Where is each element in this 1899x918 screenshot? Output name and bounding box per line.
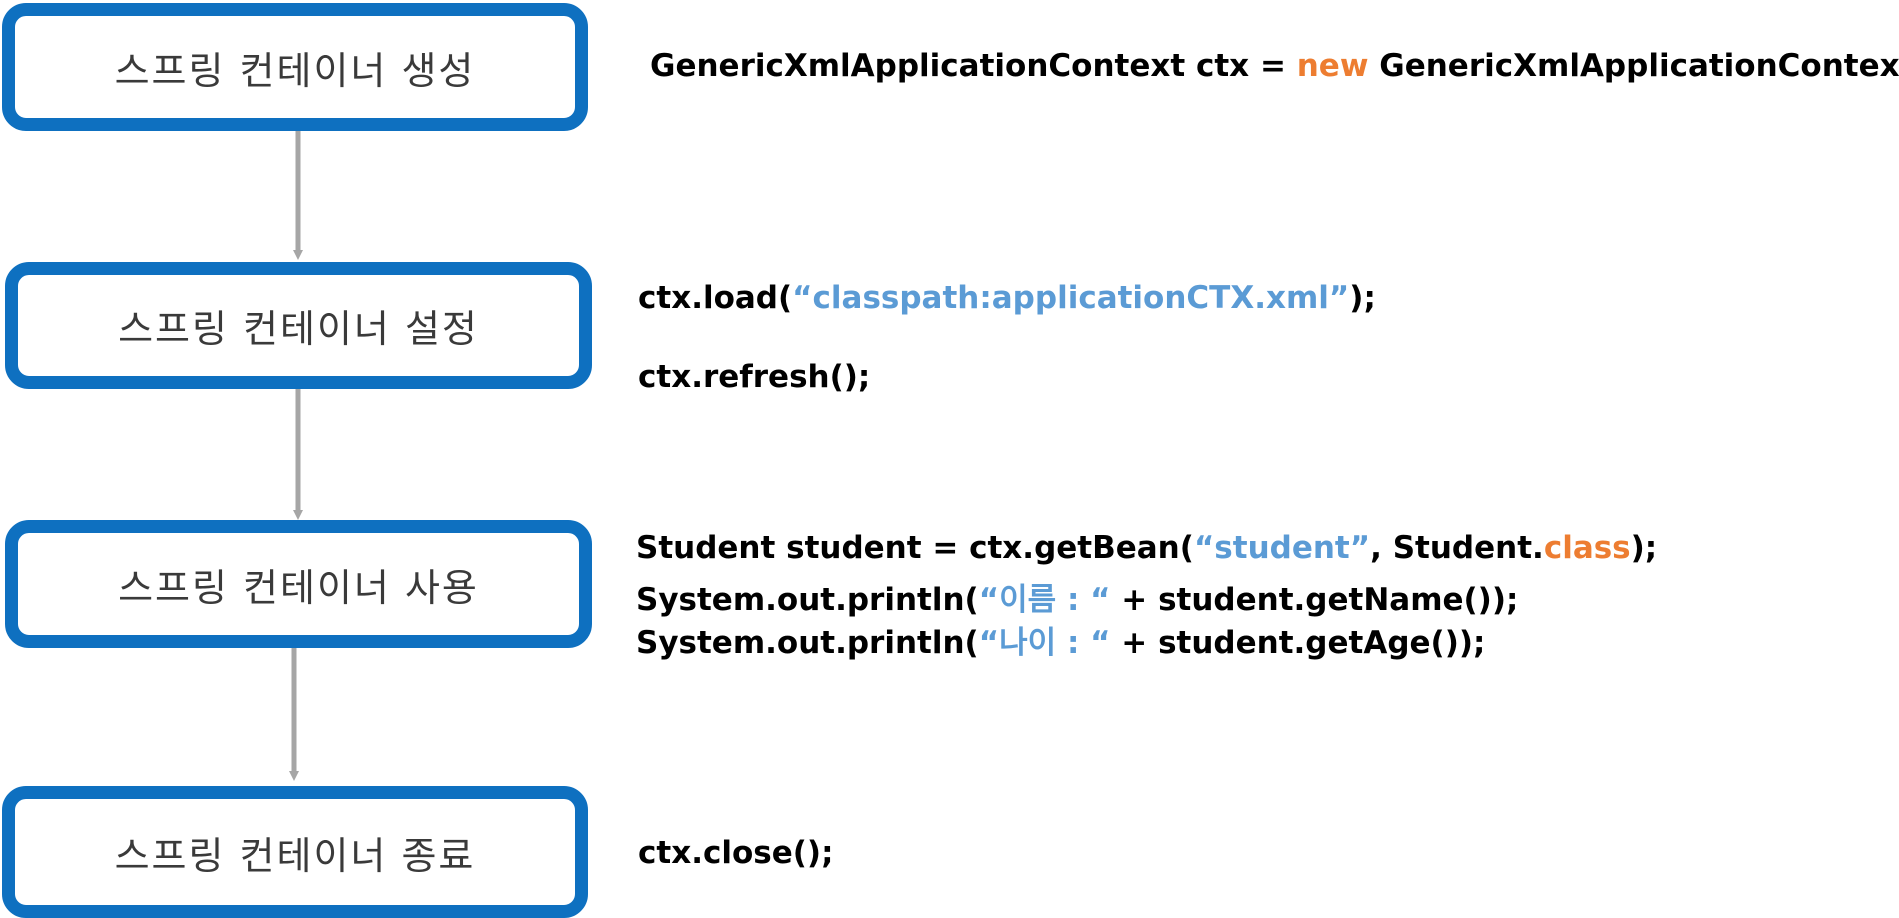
code-print-age-string: “나이 : “ [978, 625, 1111, 661]
step-label-configure: 스프링 컨테이너 설정 [118, 307, 479, 351]
step-box-create: 스프링 컨테이너 생성 [2, 3, 588, 131]
code-print-name-pre: System.out.println( [636, 582, 979, 618]
step-box-close: 스프링 컨테이너 종료 [2, 786, 588, 918]
code-get-bean-pre: Student student = ctx.getBean( [636, 530, 1194, 566]
code-refresh: ctx.refresh(); [638, 359, 871, 395]
code-print-age-post: + student.getAge()); [1110, 625, 1486, 661]
code-get-bean-mid: , Student. [1370, 530, 1544, 566]
step-label-create: 스프링 컨테이너 생성 [114, 48, 476, 93]
code-get-bean: Student student = ctx.getBean(“student”,… [636, 530, 1657, 566]
code-print-age: System.out.println(“나이 : “ + student.get… [636, 617, 1485, 662]
code-close: ctx.close(); [638, 835, 834, 871]
code-print-name-string: “이름 : “ [978, 582, 1111, 618]
code-print-name-post: + student.getName()); [1110, 582, 1519, 618]
code-load-post: ); [1349, 280, 1376, 316]
code-load-string: “classpath:applicationCTX.xml” [792, 280, 1350, 316]
code-create-keyword: new [1296, 48, 1369, 84]
step-box-configure: 스프링 컨테이너 설정 [5, 262, 592, 389]
code-get-bean-string: “student” [1193, 530, 1371, 566]
code-load: ctx.load(“classpath:applicationCTX.xml”)… [638, 280, 1376, 316]
code-get-bean-post: ); [1630, 530, 1658, 566]
code-create-pre: GenericXmlApplicationContext ctx = [650, 48, 1297, 84]
step-box-use: 스프링 컨테이너 사용 [5, 520, 592, 648]
code-get-bean-keyword: class [1543, 530, 1631, 566]
code-print-age-pre: System.out.println( [636, 625, 979, 661]
step-label-use: 스프링 컨테이너 사용 [118, 565, 479, 610]
code-create-context: GenericXmlApplicationContext ctx = new G… [650, 48, 1899, 84]
step-label-close: 스프링 컨테이너 종료 [114, 833, 476, 878]
code-load-pre: ctx.load( [638, 280, 793, 316]
code-print-name: System.out.println(“이름 : “ + student.get… [636, 574, 1518, 619]
code-create-post: GenericXmlApplicationContext(); [1368, 48, 1899, 84]
